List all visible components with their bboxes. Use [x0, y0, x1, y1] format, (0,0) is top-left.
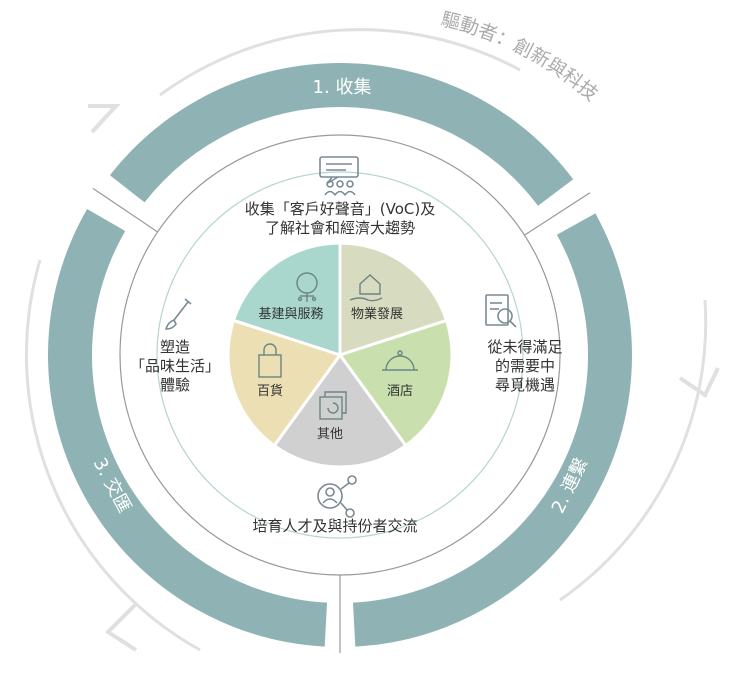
outer-arc-right	[559, 299, 708, 602]
middle-right-line2: 的需要中	[495, 357, 555, 375]
audience-speech-icon	[319, 156, 359, 196]
teal-ring	[47, 62, 633, 653]
middle-top-line2: 了解社會和經濟大趨勢	[265, 219, 415, 237]
arrowhead-bottom-icon	[104, 603, 138, 652]
ring-divider-2	[524, 192, 591, 236]
service-bell-icon	[382, 350, 418, 371]
middle-top-line1: 收集「客戶好聲音」(VoC)及	[245, 200, 435, 218]
ring-segment-collect	[109, 62, 574, 206]
segment-department-store-label: 百貨	[257, 383, 283, 399]
middle-left-line2: 「品味生活」	[130, 357, 220, 375]
middle-right-line3: 尋覓機遇	[495, 376, 555, 394]
outer-arc-top	[159, 28, 521, 97]
hand-house-icon	[349, 274, 383, 302]
middle-right-line1: 從未得滿足	[487, 338, 562, 356]
cycle-stack-icon	[319, 391, 347, 420]
thin-teal-circle	[156, 171, 524, 539]
outer-arc-left	[24, 259, 201, 652]
middle-left-line1: 塑造	[160, 338, 190, 356]
document-magnifier-icon	[485, 294, 517, 328]
ring-divider-1	[92, 187, 158, 233]
middle-left-line3: 體驗	[160, 376, 190, 394]
arrowhead-top-icon	[88, 104, 121, 134]
segment-base-services	[231, 241, 342, 358]
segment-hotel	[337, 318, 454, 448]
shopping-bag-icon	[258, 343, 282, 378]
middle-bottom-text: 培育人才及與持份者交流	[252, 517, 417, 535]
segment-base-services-label: 基建與服務	[258, 307, 323, 322]
paintbrush-icon	[164, 298, 192, 330]
segment-property-label: 物業發展	[351, 306, 403, 322]
segment-property	[338, 241, 449, 358]
segment-others-label: 其他	[317, 427, 343, 442]
arrowhead-right-icon	[678, 367, 720, 398]
cycle-arrows	[24, 28, 720, 652]
stage-collect-label: 1. 收集	[313, 77, 372, 98]
ring-segment-exchange	[47, 209, 328, 647]
business-pie	[226, 241, 454, 469]
tree-circuit-icon	[296, 272, 318, 302]
segment-hotel-label: 酒店	[387, 384, 413, 399]
segment-department-store	[226, 318, 343, 448]
people-network-icon	[317, 475, 357, 518]
segment-others	[272, 352, 408, 469]
ring-segment-connect	[352, 213, 633, 647]
